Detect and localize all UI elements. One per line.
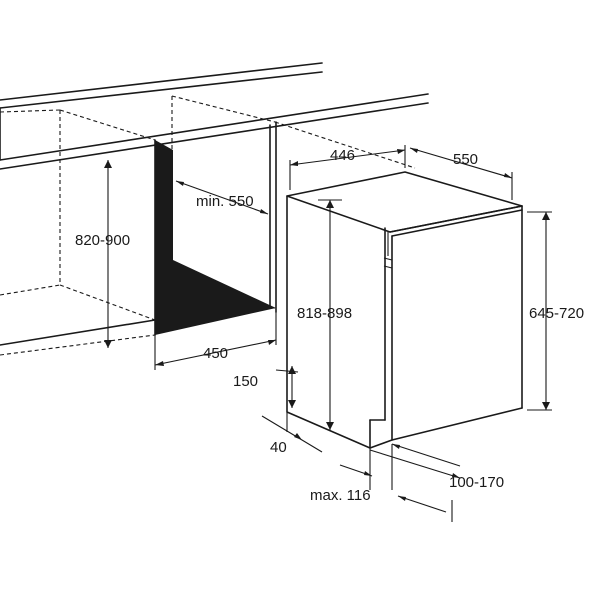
- label-550: 550: [453, 151, 478, 168]
- dim-446: 446: [289, 145, 406, 190]
- label-645-720: 645-720: [529, 305, 584, 322]
- label-100-170: 100-170: [449, 474, 504, 491]
- label-820-900: 820-900: [75, 232, 130, 249]
- label-40: 40: [270, 439, 287, 456]
- dim-min-550: min. 550: [175, 180, 269, 215]
- dim-100-170: 100-170: [369, 443, 504, 491]
- label-min-550: min. 550: [196, 193, 254, 210]
- dim-40: 40: [261, 412, 323, 456]
- countertop: [0, 62, 429, 170]
- dim-550: 550: [409, 147, 513, 200]
- dim-818-898: 818-898: [297, 199, 352, 430]
- niche-shading: [155, 140, 276, 335]
- dim-150: 150: [233, 366, 299, 408]
- dim-450: 450: [154, 312, 277, 370]
- label-818-898: 818-898: [297, 305, 352, 322]
- dim-645-720: 645-720: [527, 211, 584, 411]
- label-446: 446: [330, 147, 355, 164]
- label-max-116: max. 116: [310, 487, 371, 504]
- dim-820-900: 820-900: [75, 160, 130, 348]
- label-450: 450: [203, 345, 228, 362]
- dim-max-116: max. 116: [310, 444, 453, 522]
- label-150: 150: [233, 373, 258, 390]
